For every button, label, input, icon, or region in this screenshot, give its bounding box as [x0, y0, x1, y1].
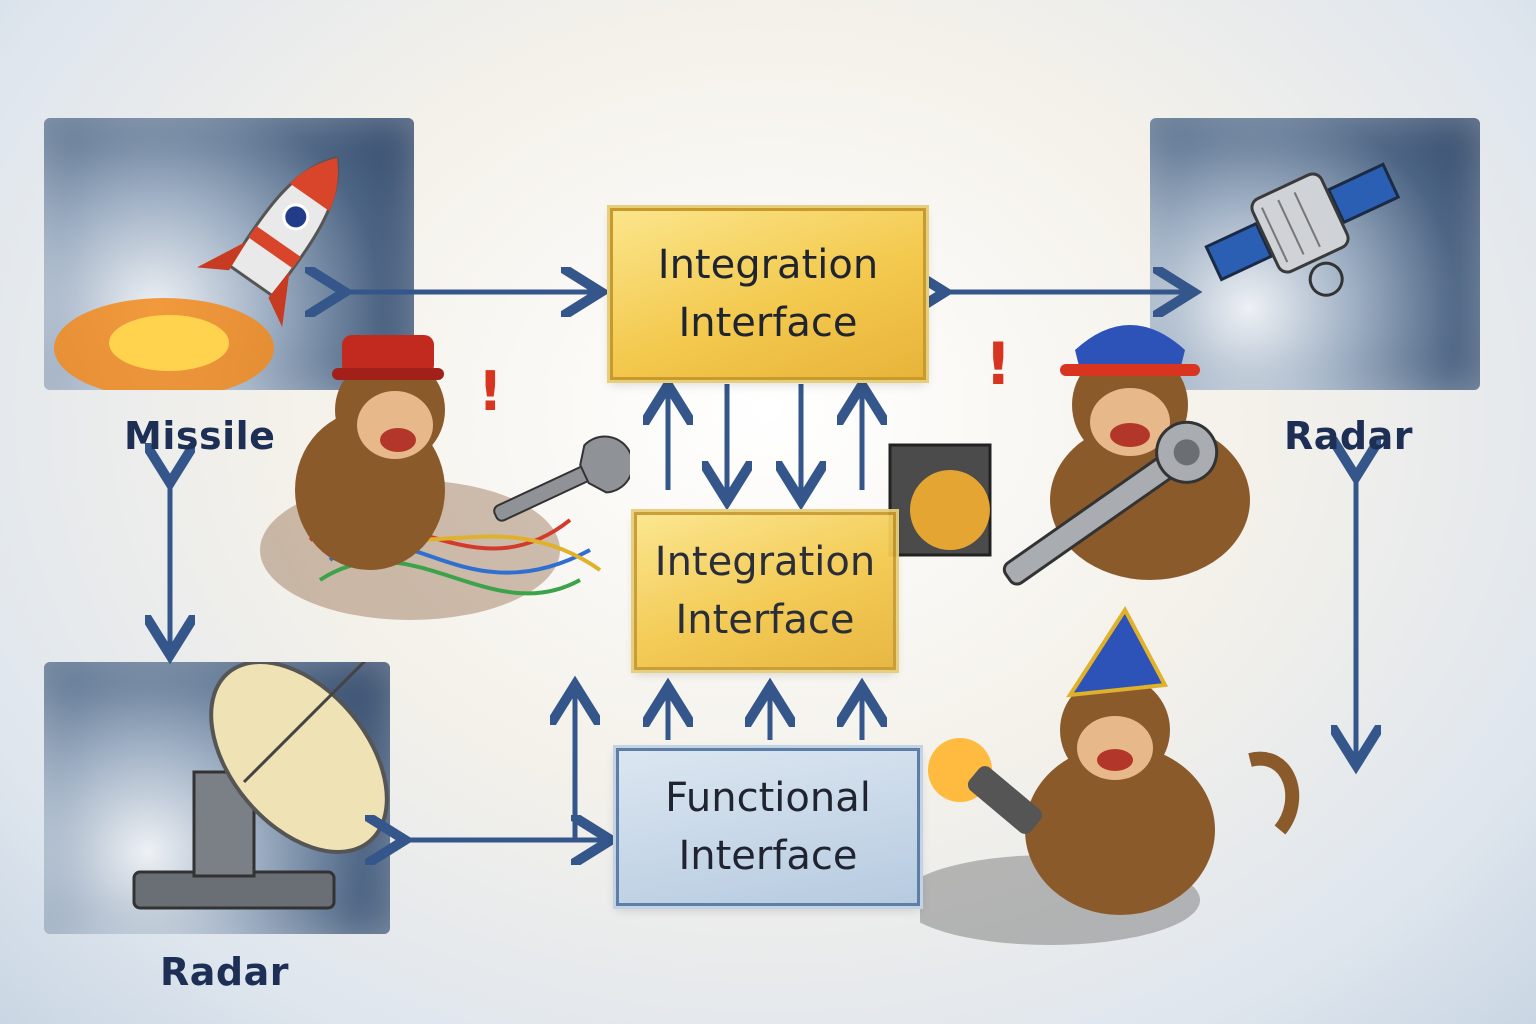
radar-label-left: Radar — [160, 950, 289, 994]
middle-box-line2: Interface — [675, 591, 854, 649]
top-box-line1: Integration — [658, 236, 878, 294]
missile-label: Missile — [124, 414, 275, 458]
top-box-line2: Interface — [678, 294, 857, 352]
functional-interface-box: Functional Interface — [616, 748, 920, 906]
middle-integration-interface-box: Integration Interface — [634, 512, 896, 670]
middle-box-line1: Integration — [655, 533, 875, 591]
radar-label-right: Radar — [1284, 414, 1413, 458]
bottom-box-line2: Interface — [678, 827, 857, 885]
top-integration-interface-box: Integration Interface — [610, 208, 926, 380]
bottom-box-line1: Functional — [665, 769, 871, 827]
